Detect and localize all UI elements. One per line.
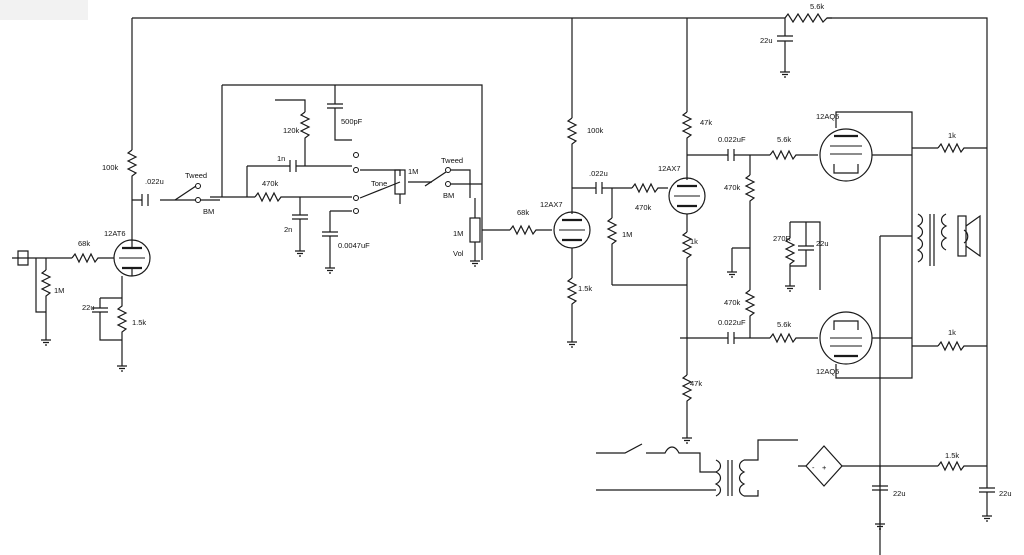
resistor-1-5k-b xyxy=(566,277,578,336)
resistor-470k-top xyxy=(744,174,756,248)
resistor-47k-top xyxy=(681,111,693,180)
label-tweed-a: Tweed xyxy=(185,171,207,180)
input-jack xyxy=(12,250,72,266)
label-470k-bot: 470k xyxy=(724,298,741,307)
label-5-6k-top: 5.6k xyxy=(777,135,791,144)
label-2n: 2n xyxy=(284,225,292,234)
bplus-rail xyxy=(132,17,988,485)
resistor-68k-b xyxy=(509,224,552,236)
label-100k-a: 100k xyxy=(102,163,119,172)
label-022u-b: .022u xyxy=(589,169,608,178)
resistor-470k-tone xyxy=(254,191,352,203)
label-22u-ps-a: 22u xyxy=(893,489,906,498)
resistor-5-6k-bot xyxy=(769,332,818,344)
label-022u-a: .022u xyxy=(145,177,164,186)
resistor-1k-pi xyxy=(681,231,693,285)
label-tone: Tone xyxy=(371,179,387,188)
label-1-5k-cath: 1.5k xyxy=(132,318,146,327)
label-68k-in: 68k xyxy=(78,239,90,248)
resistor-1-5k-cath xyxy=(116,298,128,360)
corner-patch xyxy=(0,0,88,20)
label-bm-b: BM xyxy=(443,191,454,200)
label-5-6k-bot: 5.6k xyxy=(777,320,791,329)
label-1k-top: 1k xyxy=(948,131,956,140)
label-0022-bot: 0.022uF xyxy=(718,318,746,327)
label-120k: 120k xyxy=(283,126,300,135)
label-100k-b: 100k xyxy=(587,126,604,135)
svg-text:+: + xyxy=(822,463,827,472)
label-0047uf: 0.0047uF xyxy=(338,241,370,250)
label-270r: 270R xyxy=(773,234,792,243)
label-1k-bot: 1k xyxy=(948,328,956,337)
label-1-5k-ps: 1.5k xyxy=(945,451,959,460)
label-500pf: 500pF xyxy=(341,117,363,126)
power-transformer xyxy=(714,459,722,497)
label-12aq5-bot: 12AQ5 xyxy=(816,367,839,376)
label-22u-out: 22u xyxy=(816,239,829,248)
label-1-5k-b: 1.5k xyxy=(578,284,592,293)
speaker xyxy=(957,215,967,257)
label-22u-ps-b: 22u xyxy=(999,489,1012,498)
label-22u-rail: 22u xyxy=(760,36,773,45)
resistor-47k-bot xyxy=(681,374,693,432)
label-1k-pi: 1k xyxy=(690,237,698,246)
label-68k-b: 68k xyxy=(517,208,529,217)
resistor-5-6k-top xyxy=(769,149,818,161)
component-labels: 100k .022u 12AT6 68k 1M 22u 1.5k Tweed B… xyxy=(54,2,1012,498)
label-12ax7-b: 12AX7 xyxy=(658,164,681,173)
label-1m-grid: 1M xyxy=(54,286,64,295)
label-tone-1m: 1M xyxy=(408,167,418,176)
resistor-1k-top xyxy=(937,142,987,154)
label-bm-a: BM xyxy=(203,207,214,216)
label-1n: 1n xyxy=(277,154,285,163)
label-5-6k-rail: 5.6k xyxy=(810,2,824,11)
label-12at6: 12AT6 xyxy=(104,229,126,238)
label-22u-cath: 22u xyxy=(82,303,95,312)
label-47k-bot: 47k xyxy=(690,379,702,388)
resistor-68k-in xyxy=(71,252,114,264)
label-vol: Vol xyxy=(453,249,464,258)
resistor-5-6k-rail xyxy=(784,12,832,24)
resistor-120k xyxy=(299,111,311,166)
resistor-100k-a xyxy=(126,149,138,240)
resistor-470k-bot xyxy=(744,289,756,338)
output-transformer xyxy=(916,213,924,263)
resistor-1m-b xyxy=(606,217,618,285)
label-12aq5-top: 12AQ5 xyxy=(816,112,839,121)
svg-text:-: - xyxy=(812,463,815,472)
bridge-rectifier xyxy=(805,445,843,487)
label-tweed-b: Tweed xyxy=(441,156,463,165)
label-470k-tone: 470k xyxy=(262,179,279,188)
resistor-1k-bot xyxy=(937,340,987,352)
label-470k-top: 470k xyxy=(724,183,741,192)
label-0022-top: 0.022uF xyxy=(718,135,746,144)
label-1m-b: 1M xyxy=(622,230,632,239)
resistor-270r xyxy=(784,237,796,280)
label-vol-1m: 1M xyxy=(453,229,463,238)
label-12ax7-a: 12AX7 xyxy=(540,200,563,209)
resistor-470k-b xyxy=(631,182,668,194)
resistor-100k-b xyxy=(566,117,578,214)
resistor-1-5k-ps xyxy=(937,460,987,472)
volume-pot xyxy=(469,217,481,243)
label-47k-top: 47k xyxy=(700,118,712,127)
label-470k-b: 470k xyxy=(635,203,652,212)
